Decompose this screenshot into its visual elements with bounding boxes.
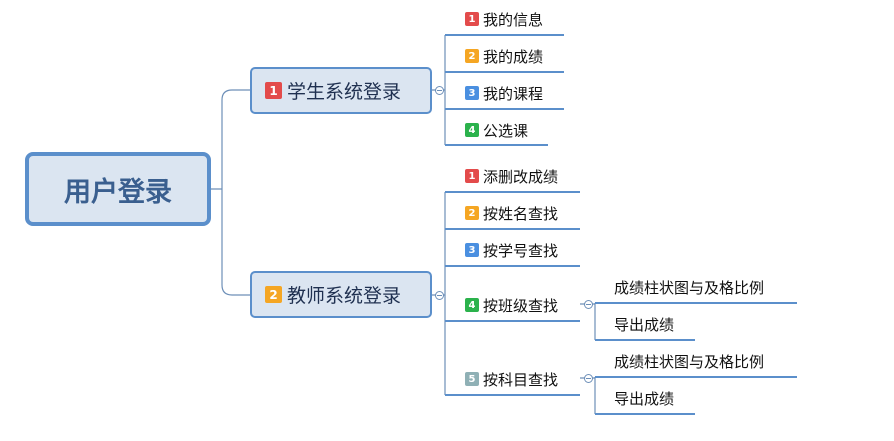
collapse-icon[interactable] [584,300,593,309]
leaf-label: 按姓名查找 [483,204,559,223]
collapse-icon[interactable] [435,291,444,300]
leaf-label: 添删改成绩 [483,167,559,186]
branch-label: 学生系统登录 [287,81,402,103]
priority-badge: 4 [465,123,479,137]
subleaf-export-grades[interactable]: 导出成绩 [614,314,674,334]
leaf-label: 我的信息 [483,10,544,29]
root-node[interactable]: 用户登录 [25,152,211,226]
branch-label: 教师系统登录 [287,285,402,307]
leaf-my-info[interactable]: 1 我的信息 [465,9,543,29]
subleaf-bar-chart-pass-rate[interactable]: 成绩柱状图与及格比例 [614,277,764,297]
priority-badge: 2 [465,206,479,220]
subleaf-label: 成绩柱状图与及格比例 [614,278,765,297]
leaf-search-by-subject[interactable]: 5 按科目查找 [465,369,558,389]
priority-badge: 2 [265,286,282,303]
collapse-icon[interactable] [435,86,444,95]
subleaf-label: 导出成绩 [614,389,675,408]
leaf-label: 我的成绩 [483,47,544,66]
subleaf-export-grades[interactable]: 导出成绩 [614,388,674,408]
branch-student-login[interactable]: 1 学生系统登录 [250,67,432,114]
priority-badge: 3 [465,243,479,257]
leaf-label: 按班级查找 [483,296,559,315]
priority-badge: 4 [465,298,479,312]
leaf-my-grades[interactable]: 2 我的成绩 [465,46,543,66]
leaf-electives[interactable]: 4 公选课 [465,120,528,140]
priority-badge: 1 [465,12,479,26]
priority-badge: 2 [465,49,479,63]
leaf-label: 按科目查找 [483,370,559,389]
leaf-my-courses[interactable]: 3 我的课程 [465,83,543,103]
priority-badge: 1 [465,169,479,183]
subleaf-bar-chart-pass-rate[interactable]: 成绩柱状图与及格比例 [614,351,764,371]
leaf-label: 我的课程 [483,84,544,103]
leaf-label: 公选课 [483,121,529,140]
leaf-search-by-name[interactable]: 2 按姓名查找 [465,203,558,223]
leaf-search-by-class[interactable]: 4 按班级查找 [465,295,558,315]
leaf-search-by-id[interactable]: 3 按学号查找 [465,240,558,260]
leaf-label: 按学号查找 [483,241,559,260]
subleaf-label: 成绩柱状图与及格比例 [614,352,765,371]
priority-badge: 1 [265,82,282,99]
root-label: 用户登录 [64,176,172,208]
subleaf-label: 导出成绩 [614,315,675,334]
branch-teacher-login[interactable]: 2 教师系统登录 [250,271,432,318]
leaf-edit-grades[interactable]: 1 添删改成绩 [465,166,558,186]
priority-badge: 3 [465,86,479,100]
collapse-icon[interactable] [584,374,593,383]
priority-badge: 5 [465,372,479,386]
